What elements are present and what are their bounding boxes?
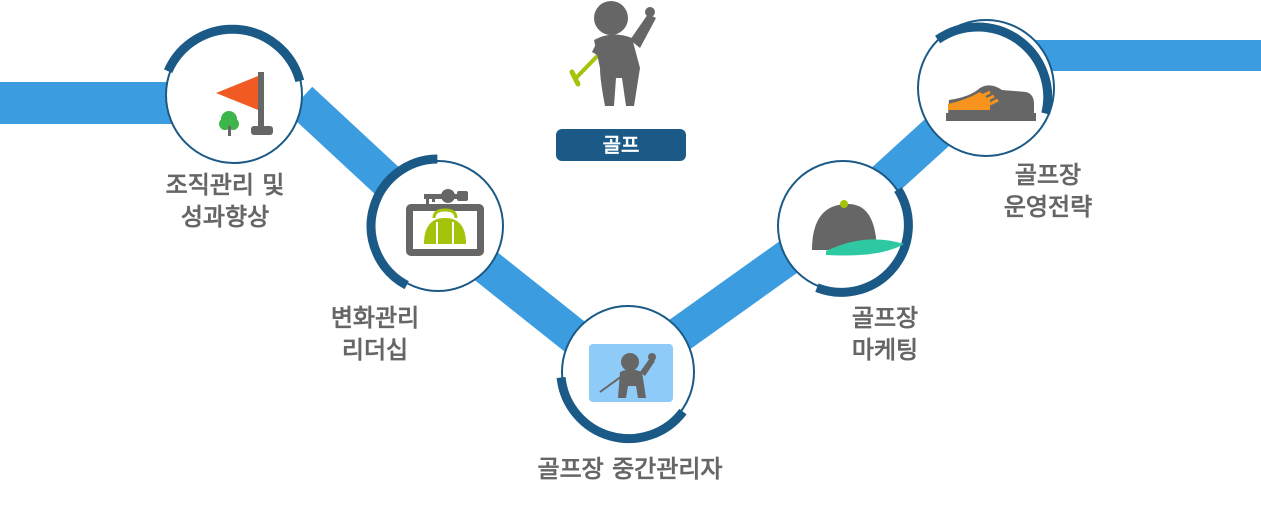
step-label-middle-manager: 골프장 중간관리자 (480, 453, 780, 485)
step-label-line1: 변화관리 (330, 304, 420, 332)
step-label-change-management: 변화관리 리더십 (290, 302, 460, 366)
step-label-line1: 조직관리 및 (165, 171, 285, 199)
step-label-line2: 성과향상 (180, 203, 270, 231)
step-node-marketing (777, 160, 913, 297)
golf-bag-key-icon (406, 189, 484, 256)
golfer-figure-icon (569, 1, 656, 106)
golfer-icon (589, 344, 673, 402)
step-label-line2: 리더십 (341, 336, 409, 364)
step-label-marketing: 골프장 마케팅 (800, 302, 970, 366)
path-segment-right (1030, 40, 1261, 71)
step-label-line1: 골프장 중간관리자 (537, 455, 723, 483)
golf-badge: 골프 (556, 129, 686, 161)
step-node-operations (917, 19, 1055, 157)
flag-icon (216, 72, 273, 136)
step-label-operations: 골프장 운영전략 (963, 159, 1133, 223)
step-node-organization (163, 24, 305, 164)
golf-shoe-icon (946, 85, 1036, 121)
cap-icon (812, 200, 904, 256)
step-label-line1: 골프장 (1014, 161, 1082, 189)
step-node-change-management (366, 154, 504, 292)
step-label-organization: 조직관리 및 성과향상 (140, 169, 310, 233)
step-node-middle-manager (556, 305, 695, 444)
step-label-line2: 마케팅 (851, 336, 919, 364)
step-label-line1: 골프장 (851, 304, 919, 332)
step-label-line2: 운영전략 (1003, 193, 1093, 221)
